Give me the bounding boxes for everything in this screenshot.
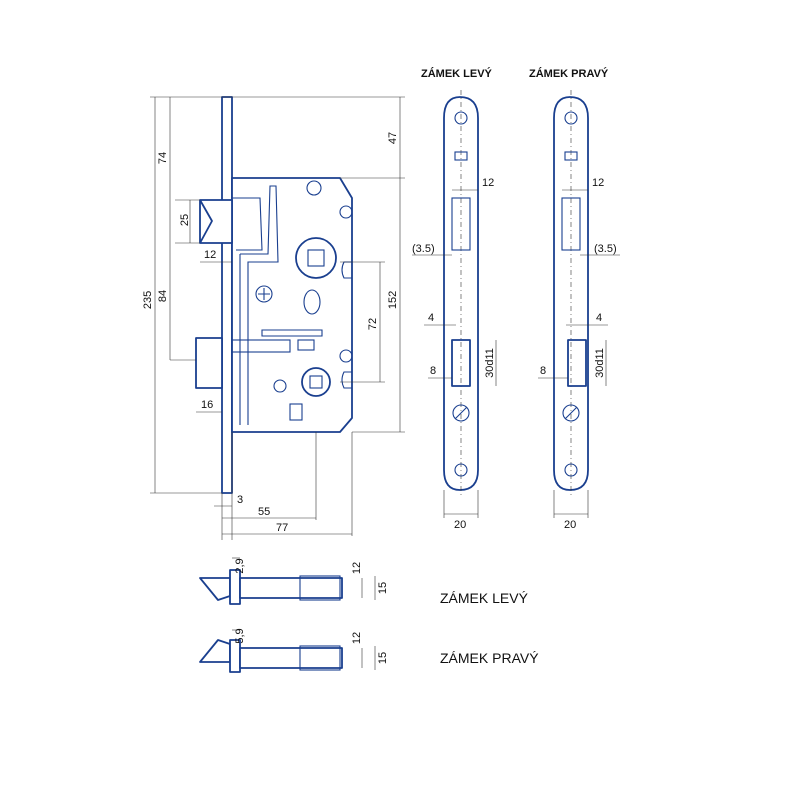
plate-left-screw-slot [454, 406, 468, 420]
plate-right-dim-20: 20 [564, 519, 576, 531]
plate-left-dim-8: 8 [430, 365, 436, 377]
small-slot-1 [297, 339, 315, 351]
plate-right-latch [561, 197, 581, 251]
bolt-left-body [239, 577, 343, 599]
dim-faceplate-thickness: 3 [237, 494, 243, 506]
rivet-2 [339, 349, 353, 363]
plate-right-screw-slot [564, 406, 578, 420]
plate-left-dim-20: 20 [454, 519, 466, 531]
dim-total-height: 235 [142, 291, 154, 309]
internal-lever [239, 185, 279, 425]
rivet-1 [339, 205, 353, 219]
bolt-right-end [299, 645, 341, 671]
plate-right-dim-30: 30d11 [594, 348, 606, 378]
bolt-right-label: ZÁMEK PRAVÝ [440, 650, 539, 666]
plate-left-dim-4: 4 [428, 312, 434, 324]
screw-mark [255, 285, 273, 303]
plate-left-latch [451, 197, 471, 251]
dim-backset-offset: 12 [204, 249, 216, 261]
bolt-left-dim-12: 12 [351, 562, 363, 574]
plate-right-screw-mid [562, 404, 580, 422]
plate-left-slot [454, 151, 468, 161]
dim-case-height: 152 [387, 291, 399, 309]
plate-right-dim-4: 4 [596, 312, 602, 324]
bolt-left-flange [229, 569, 241, 605]
plate-right-bolt [567, 339, 587, 387]
bolt-right-tip [199, 639, 231, 663]
dim-bolt-projection: 16 [201, 399, 213, 411]
plate-right-slot [564, 151, 578, 161]
bolt-right-view: 5,9 12 15 ZÁMEK PRAVÝ [199, 628, 539, 673]
main-dimensions: 235 74 25 84 12 16 47 152 72 3 55 [142, 96, 405, 540]
plate-right-outline [553, 96, 589, 491]
dim-backset: 55 [258, 506, 270, 518]
dim-center-distance: 72 [367, 318, 379, 330]
tumbler-plate [261, 329, 323, 337]
bolt-left-dim-tip: 2,9 [234, 558, 246, 573]
dim-latch-height: 25 [179, 214, 191, 226]
bolt-left-label: ZÁMEK LEVÝ [440, 590, 529, 606]
faceplate [221, 96, 233, 494]
latch-bolt [199, 199, 233, 244]
lock-case [231, 177, 353, 433]
top-hole [306, 180, 322, 196]
bolt-left-tip [199, 577, 231, 601]
bolt-right-flange [229, 639, 241, 673]
bolt-left-view: 2,9 12 15 ZÁMEK LEVÝ [199, 557, 529, 606]
dim-top-to-latch: 74 [157, 152, 169, 164]
plate-left-view: ZÁMEK LEVÝ 12 (3.5) 4 8 30d11 20 [412, 67, 497, 531]
plate-left-title: ZÁMEK LEVÝ [421, 67, 493, 80]
plate-left-dim-line-20 [443, 490, 479, 518]
plate-left-screw-mid [452, 404, 470, 422]
dim-latch-to-bolt: 84 [157, 290, 169, 302]
plate-right-screw-top [564, 111, 578, 125]
bolt-right-body [239, 647, 343, 669]
plate-left-bolt [451, 339, 471, 387]
bolt-right-dim-tip: 5,9 [234, 628, 246, 643]
plate-left-dim-35: (3.5) [412, 243, 435, 255]
plate-right-title: ZÁMEK PRAVÝ [529, 67, 609, 80]
dead-bolt [195, 337, 223, 389]
plate-right-view: ZÁMEK PRAVÝ 12 (3.5) 4 8 30d11 20 [529, 67, 620, 531]
plate-left-dim-30: 30d11 [484, 348, 496, 378]
cylinder-square [309, 375, 323, 389]
plate-right-dim-8: 8 [540, 365, 546, 377]
plate-left-outline [443, 96, 479, 491]
plate-right-dim-12: 12 [592, 177, 604, 189]
small-slot-2 [289, 403, 303, 421]
cylinder-hub [301, 367, 331, 397]
latch-spring [232, 197, 263, 251]
dim-case-depth: 77 [276, 522, 288, 534]
bolt-left-dim-15: 15 [377, 582, 389, 594]
rivet-3 [273, 379, 287, 393]
plate-right-screw-bottom [564, 463, 578, 477]
bolt-right-dim-12: 12 [351, 632, 363, 644]
plate-left-screw-top [454, 111, 468, 125]
bolt-left-end [299, 575, 341, 601]
plate-left-dim-12: 12 [482, 177, 494, 189]
spindle-square [307, 249, 325, 267]
oval-opening [303, 289, 321, 315]
lock-body [195, 96, 353, 494]
plate-right-dim-line-20 [553, 490, 589, 518]
plate-left-screw-bottom [454, 463, 468, 477]
screw-cross [258, 288, 270, 300]
case-notch-bottom [341, 371, 352, 389]
plate-right-dim-35: (3.5) [594, 243, 617, 255]
bolt-right-dim-15: 15 [377, 652, 389, 664]
dim-plate-to-center: 47 [387, 132, 399, 144]
spindle-hub [295, 237, 337, 279]
dead-bolt-stem [231, 339, 291, 353]
